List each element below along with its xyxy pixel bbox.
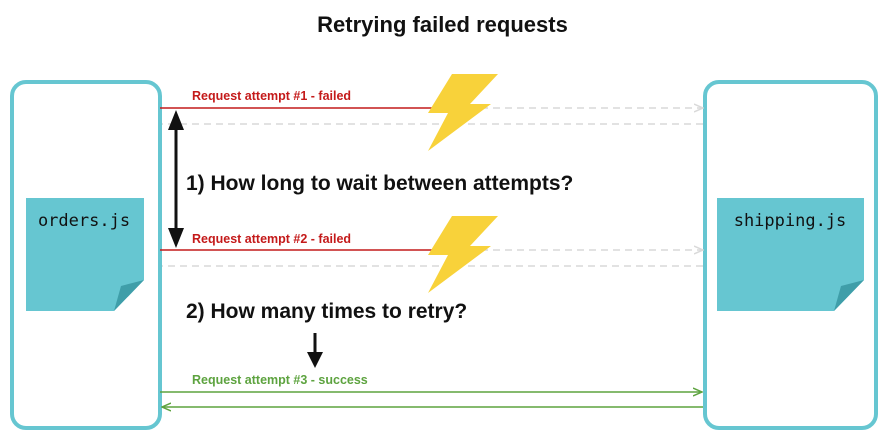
shipping-document-icon (717, 198, 864, 311)
attempt-1-label: Request attempt #1 - failed (192, 89, 351, 103)
orders-document-icon (26, 198, 144, 311)
shipping-service-label: shipping.js (734, 211, 847, 231)
attempt-2-label: Request attempt #2 - failed (192, 232, 351, 246)
lightning-bolt-icon (428, 74, 498, 151)
down-arrow (307, 333, 323, 368)
diagram-title: Retrying failed requests (317, 12, 568, 37)
question-retry-count: 2) How many times to retry? (186, 300, 467, 323)
wait-interval-arrow (168, 110, 184, 248)
orders-service-label: orders.js (38, 211, 130, 231)
attempt-3-label: Request attempt #3 - success (192, 373, 368, 387)
question-wait-time: 1) How long to wait between attempts? (186, 172, 573, 195)
lightning-bolt-icon (428, 216, 498, 293)
